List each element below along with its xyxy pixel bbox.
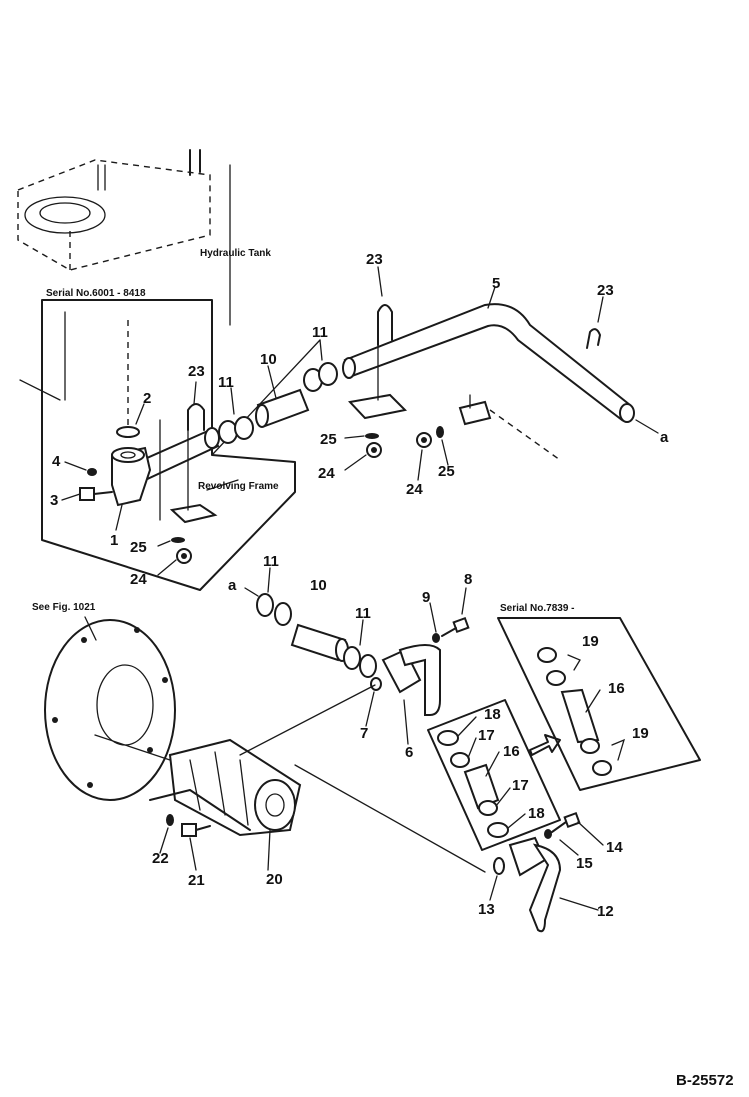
part-number: 18: [484, 706, 501, 723]
part-number: 12: [597, 903, 614, 920]
part-number: 21: [188, 872, 205, 889]
leader-lines: [61, 266, 604, 911]
part-number: 9: [422, 589, 430, 606]
revolving-frame-label: Revolving Frame: [198, 481, 279, 492]
part-number: 20: [266, 871, 283, 888]
parts-box-16-18: [427, 699, 561, 851]
part-number: 23: [188, 363, 205, 380]
serial-range-label: Serial No.6001 - 8418: [46, 288, 146, 299]
part-number: 5: [492, 275, 500, 292]
part-number: 17: [478, 727, 495, 744]
part-number: 11: [218, 374, 234, 391]
see-fig-label: See Fig. 1021: [32, 602, 96, 613]
part-number: 11: [263, 553, 279, 570]
part-number: 3: [50, 492, 58, 509]
part-number: 25: [438, 463, 455, 480]
part-number: 23: [366, 251, 383, 268]
connector-a-right: a: [660, 429, 669, 446]
serial-range-box: [41, 299, 321, 591]
part-number: 24: [130, 571, 147, 588]
part-number: 19: [582, 633, 599, 650]
text-labels: Hydraulic Tank Serial No.6001 - 8418 Rev…: [32, 248, 734, 1089]
part-number: 11: [355, 605, 371, 622]
part-number: 11: [312, 324, 328, 341]
hydraulic-tank-label: Hydraulic Tank: [200, 248, 271, 259]
part-number: 14: [606, 839, 623, 856]
serial-7839-label: Serial No.7839 -: [500, 603, 574, 614]
pump-assembly: [44, 619, 486, 873]
part-number: 10: [310, 577, 327, 594]
hydraulic-tank: [17, 149, 231, 401]
drawing-code: B-25572: [676, 1072, 734, 1089]
part-number: 22: [152, 850, 169, 867]
part-number: 7: [360, 725, 368, 742]
part-number: 24: [406, 481, 423, 498]
middle-line: [244, 587, 470, 716]
part-numbers: 1 2 3 4 5 6 7 8 9 10 10 11 11 11 11 12 1…: [50, 251, 649, 920]
part-number: 17: [512, 777, 529, 794]
part-number: 2: [143, 390, 151, 407]
part-number: 8: [464, 571, 472, 588]
part-number: 15: [576, 855, 593, 872]
part-number: 10: [260, 351, 277, 368]
part-number: 6: [405, 744, 413, 761]
serial-7839-box: [497, 617, 701, 791]
part-number: 23: [597, 282, 614, 299]
part-number: 4: [52, 453, 61, 470]
part-number: 25: [130, 539, 147, 556]
part-number: 16: [503, 743, 520, 760]
part-number: 18: [528, 805, 545, 822]
connector-a-left: a: [228, 577, 237, 594]
upper-line: [218, 303, 659, 461]
pipe-12-assembly: [493, 811, 581, 933]
part-number: 13: [478, 901, 495, 918]
part-number: 1: [110, 532, 118, 549]
part-number: 16: [608, 680, 625, 697]
part-number: 24: [318, 465, 335, 482]
part-number: 19: [632, 725, 649, 742]
part-number: 25: [320, 431, 337, 448]
